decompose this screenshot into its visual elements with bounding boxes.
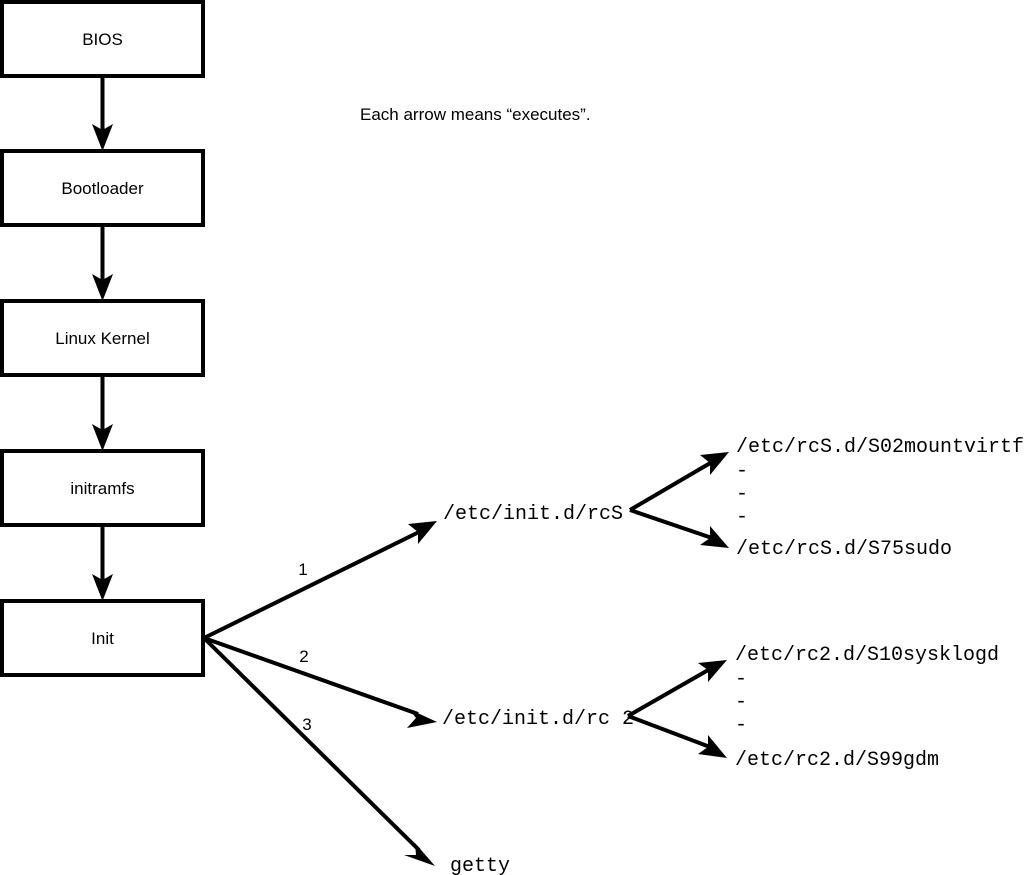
edge-label-1: 1 [298, 560, 307, 579]
rc2-ellipsis-dash-2: - [735, 691, 747, 714]
node-etc-init-d-rcs-label[interactable]: /etc/init.d/rcS [443, 503, 623, 526]
diagram-caption: Each arrow means “executes”. [360, 105, 591, 124]
node-initramfs-label: initramfs [70, 479, 134, 498]
node-linux-kernel[interactable]: Linux Kernel [0, 299, 205, 377]
node-etc-init-d-rc2-label[interactable]: /etc/init.d/rc 2 [442, 708, 634, 731]
node-bios-label: BIOS [82, 30, 123, 49]
node-initramfs[interactable]: initramfs [0, 449, 205, 527]
node-bios[interactable]: BIOS [0, 0, 205, 78]
arrow-bootloader-to-kernel [92, 226, 113, 301]
node-init-label: Init [91, 629, 114, 648]
node-linux-kernel-label: Linux Kernel [55, 329, 150, 348]
edge-label-3: 3 [302, 715, 311, 734]
node-init[interactable]: Init [0, 599, 205, 677]
edge-label-2: 2 [299, 647, 308, 666]
arrow-rcs-to-s75sudo [629, 508, 729, 548]
node-rc2-last-script-label[interactable]: /etc/rc2.d/S99gdm [735, 749, 939, 772]
node-getty-label[interactable]: getty [450, 855, 510, 875]
arrow-init-to-rcs [203, 521, 437, 640]
node-bootloader-label: Bootloader [61, 179, 144, 198]
arrow-init-to-rc2 [203, 636, 437, 728]
rcs-ellipsis-dash-1: - [736, 460, 748, 483]
node-bios-rect [0, 0, 205, 78]
arrow-kernel-to-initramfs [92, 376, 113, 451]
rc2-ellipsis-dash-1: - [735, 668, 747, 691]
node-bootloader-rect [0, 149, 205, 227]
arrow-rc2-to-s99gdm [627, 714, 727, 758]
node-initramfs-rect [0, 449, 205, 527]
node-bootloader[interactable]: Bootloader [0, 149, 205, 227]
rcs-ellipsis-dash-3: - [736, 506, 748, 529]
arrow-bios-to-bootloader [92, 77, 113, 151]
arrow-rcs-to-s02mountvirtfs [628, 452, 729, 512]
node-rcs-last-script-label[interactable]: /etc/rcS.d/S75sudo [736, 538, 952, 561]
rcs-ellipsis-dash-2: - [736, 483, 748, 506]
arrow-rc2-to-s10sysklogd [627, 660, 727, 718]
arrow-initramfs-to-init [92, 526, 113, 601]
node-rcs-first-script-label[interactable]: /etc/rcS.d/S02mountvirtfs [736, 436, 1024, 459]
node-rc2-first-script-label[interactable]: /etc/rc2.d/S10sysklogd [735, 644, 999, 667]
arrow-init-to-getty [202, 636, 435, 866]
rc2-ellipsis-dash-3: - [735, 714, 747, 737]
